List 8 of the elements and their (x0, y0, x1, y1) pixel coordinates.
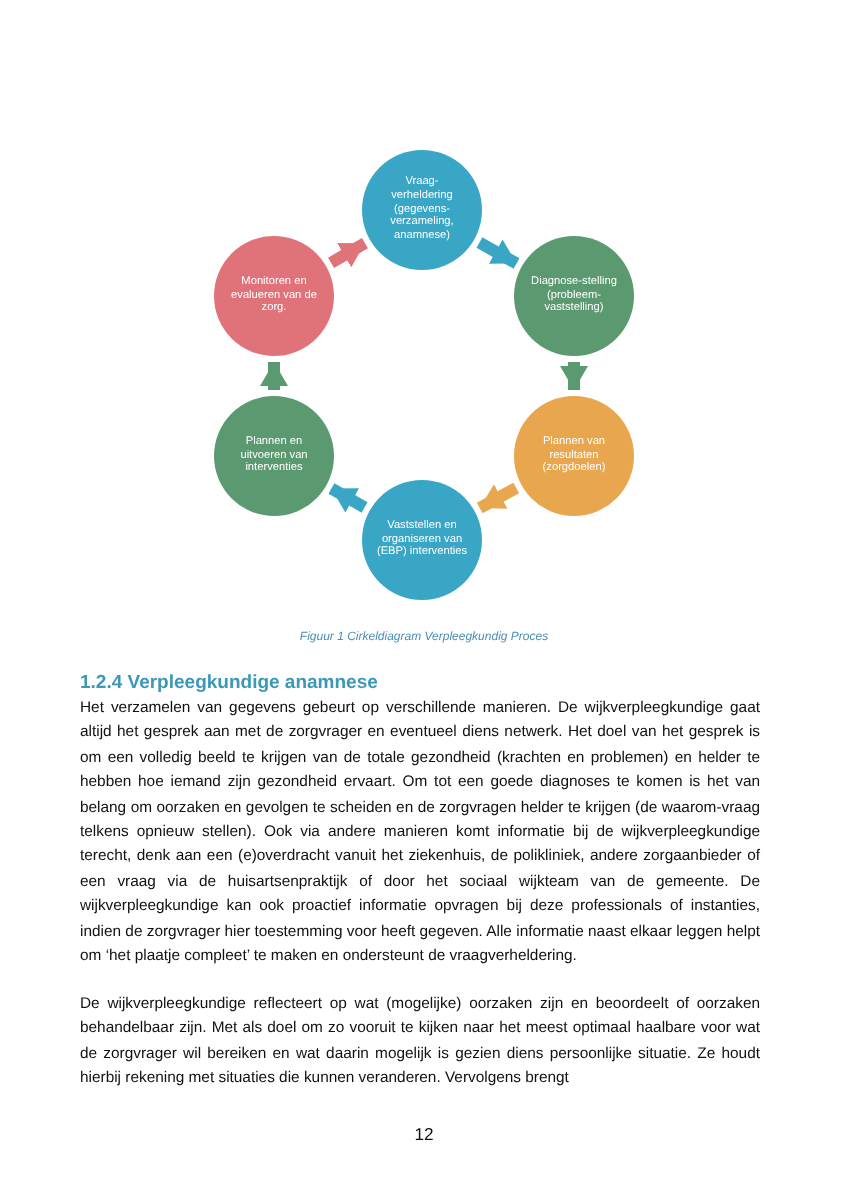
arrow (476, 482, 520, 514)
arrow (476, 237, 520, 269)
arrow (560, 362, 588, 390)
arrow (328, 238, 368, 268)
section-heading: 1.2.4 Verpleegkundige anamnese (80, 672, 378, 694)
arrow (260, 362, 288, 390)
page-number: 12 (412, 1124, 436, 1144)
arrow (328, 483, 368, 513)
